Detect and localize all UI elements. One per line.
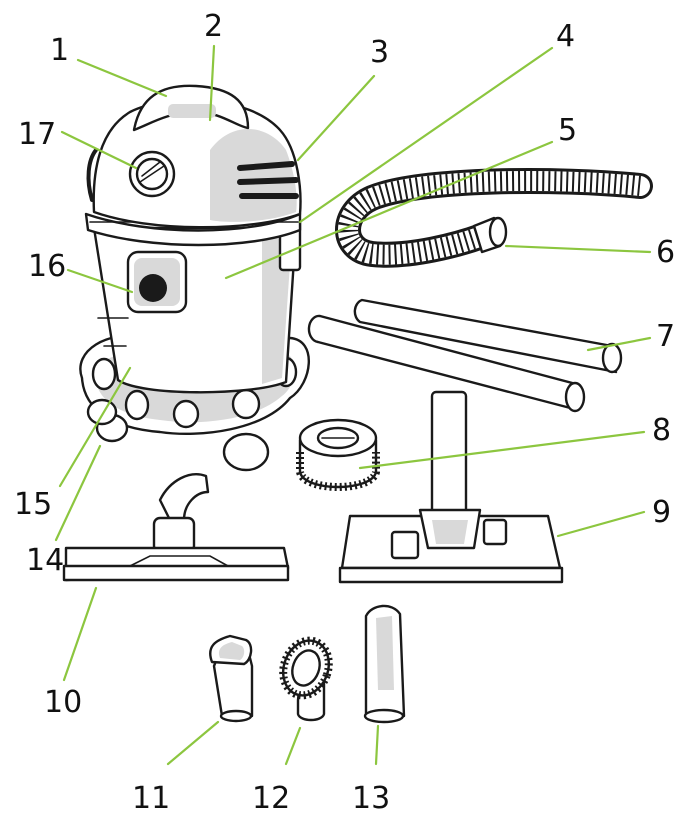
cartridge-filter [296, 418, 380, 491]
seal-ring [84, 212, 302, 247]
label-7: 7 [656, 319, 675, 354]
flexible-hose [335, 168, 653, 268]
leader-6 [504, 244, 652, 254]
leader-11 [166, 720, 220, 766]
leader-14 [54, 444, 102, 542]
label-13: 13 [352, 781, 390, 816]
leader-7 [586, 336, 652, 352]
leader-17 [60, 130, 138, 170]
label-17: 17 [18, 117, 56, 152]
leader-5 [224, 140, 554, 280]
leader-lines [54, 44, 652, 766]
leader-8 [358, 430, 646, 470]
label-3: 3 [370, 35, 389, 70]
label-12: 12 [252, 781, 290, 816]
label-5: 5 [558, 113, 577, 148]
leader-12 [284, 726, 302, 766]
leader-3 [296, 74, 376, 162]
leader-9 [556, 510, 646, 538]
label-14: 14 [26, 543, 64, 578]
floor-brush [338, 390, 564, 584]
label-8: 8 [652, 413, 671, 448]
leader-13 [374, 724, 380, 766]
vacuum-cleaner [79, 84, 310, 472]
leader-4 [298, 46, 554, 224]
hose-connector [472, 216, 508, 254]
label-6: 6 [656, 235, 675, 270]
leader-10 [62, 586, 98, 682]
label-9: 9 [652, 495, 671, 530]
leader-16 [66, 268, 134, 294]
leader-15 [58, 366, 132, 488]
label-4: 4 [556, 19, 575, 54]
part-numbers: 1 2 3 4 5 6 7 8 9 10 11 12 13 14 15 16 1… [14, 9, 675, 816]
label-11: 11 [132, 781, 170, 816]
upholstery-nozzle [209, 634, 254, 723]
label-1: 1 [50, 33, 69, 68]
wide-nozzle [62, 473, 290, 582]
wheel-front-right [222, 432, 270, 472]
leader-2 [208, 44, 216, 122]
label-10: 10 [44, 685, 82, 720]
leader-1 [76, 58, 168, 98]
label-2: 2 [204, 9, 223, 44]
label-16: 16 [28, 249, 66, 284]
label-15: 15 [14, 487, 52, 522]
blower-port [139, 274, 167, 302]
crevice-tool [363, 604, 406, 724]
round-brush [279, 636, 333, 722]
motor-head [86, 84, 302, 229]
extension-tubes [307, 298, 623, 413]
wheel-left [86, 398, 118, 426]
